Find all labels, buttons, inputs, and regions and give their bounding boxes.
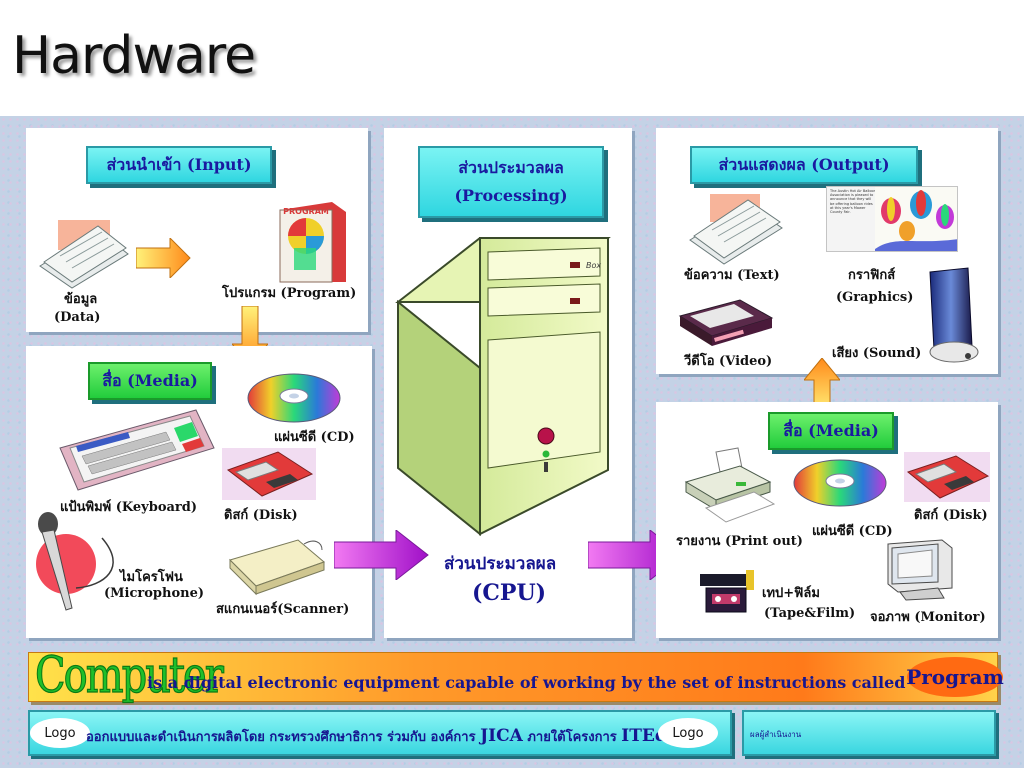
graphics-label-th: กราฟิกส์ — [848, 268, 896, 283]
scanner-label: สแกนเนอร์(Scanner) — [216, 602, 350, 617]
computer-word: Computer — [35, 646, 225, 705]
data-to-program-arrow — [136, 238, 191, 278]
disk-label-right: ดิสก์ (Disk) — [914, 508, 988, 523]
video-label: วีดีโอ (Video) — [684, 354, 773, 369]
program-label: โปรแกรม (Program) — [222, 286, 357, 301]
keyboard-icon — [59, 409, 215, 491]
credits-text: ออกแบบและดำเนินการผลิตโดย กระทรวงศึกษาธิ… — [86, 726, 667, 747]
input-to-cpu-arrow — [334, 530, 429, 580]
processing-header: ส่วนประมวลผล (Processing) — [418, 146, 604, 218]
cd-icon — [247, 373, 341, 423]
tape-label-en: (Tape&Film) — [764, 606, 856, 621]
tape-film-icon — [700, 570, 754, 613]
cpu-label-en: (CPU) — [472, 580, 547, 606]
tower-brand-text: Box — [586, 261, 601, 270]
page-title: Hardware — [12, 26, 256, 86]
microphone-label-en: (Microphone) — [104, 586, 205, 601]
credits-footer: Logo ออกแบบและดำเนินการผลิตโดย กระทรวงศึ… — [28, 710, 732, 756]
program-box-icon: PROGRAM — [279, 202, 346, 283]
microphone-label-th: ไมโครโฟน — [120, 570, 183, 585]
cd-icon-right — [793, 459, 887, 507]
text-documents-icon — [689, 194, 783, 265]
credits-text-part1: ออกแบบและดำเนินการผลิตโดย กระทรวงศึกษาธิ… — [86, 730, 481, 745]
monitor-label: จอภาพ (Monitor) — [870, 610, 986, 625]
credits-text-part2: ภายใต้โครงการ — [522, 730, 622, 745]
definition-banner: Computer is a digital electronic equipme… — [28, 646, 1004, 705]
scanner-icon — [229, 539, 325, 596]
jica-text: JICA — [480, 726, 523, 746]
data-documents-icon — [39, 220, 129, 289]
credits-right-text: ผลผู้สำเนินงาน — [750, 730, 802, 739]
graphics-label-en: (Graphics) — [836, 290, 914, 305]
tape-label-th: เทป+ฟิล์ม — [762, 586, 820, 601]
video-cassette-icon — [678, 299, 774, 346]
cd-label-right: แผ่นซีดี (CD) — [812, 524, 893, 539]
logo-right: Logo — [658, 718, 718, 748]
processing-header-th: ส่วนประมวลผล — [458, 158, 564, 177]
output-header: ส่วนแสดงผล (Output) — [690, 146, 918, 184]
microphone-icon — [36, 512, 114, 611]
program-word: Program — [906, 657, 1004, 697]
printout-label: รายงาน (Print out) — [676, 534, 803, 549]
floppy-disk-icon-left — [222, 448, 316, 500]
logo-left: Logo — [30, 718, 90, 748]
processing-header-en: (Processing) — [454, 186, 568, 205]
keyboard-label: แป้นพิมพ์ (Keyboard) — [60, 500, 198, 515]
credits-footer-right: ผลผู้สำเนินงาน — [742, 710, 996, 756]
computer-tower-icon: Box — [395, 237, 611, 537]
svg-text:PROGRAM: PROGRAM — [283, 207, 329, 216]
media-to-output-arrow — [804, 358, 840, 414]
disk-label-left: ดิสก์ (Disk) — [224, 508, 298, 523]
text-label: ข้อความ (Text) — [684, 268, 780, 283]
graphics-poster: The Austin Hot Air Balloon Association i… — [826, 186, 958, 252]
cd-label-left: แผ่นซีดี (CD) — [274, 430, 355, 445]
data-label-th: ข้อมูล — [64, 292, 98, 307]
balloons-icon — [875, 187, 957, 251]
sound-label: เสียง (Sound) — [832, 346, 922, 361]
media-right-header: สื่อ (Media) — [768, 412, 894, 450]
speaker-icon — [929, 267, 979, 363]
monitor-icon — [887, 539, 953, 601]
printer-icon — [684, 447, 776, 523]
data-label-en: (Data) — [54, 310, 101, 325]
poster-text: The Austin Hot Air Balloon Association i… — [830, 189, 876, 215]
input-header: ส่วนนำเข้า (Input) — [86, 146, 272, 184]
ited-text: ITEd — [621, 726, 667, 746]
cpu-label-th: ส่วนประมวลผล — [444, 554, 557, 574]
media-left-header: สื่อ (Media) — [88, 362, 212, 400]
definition-text: is a digital electronic equipment capabl… — [147, 673, 906, 692]
floppy-disk-icon-right — [904, 452, 990, 502]
